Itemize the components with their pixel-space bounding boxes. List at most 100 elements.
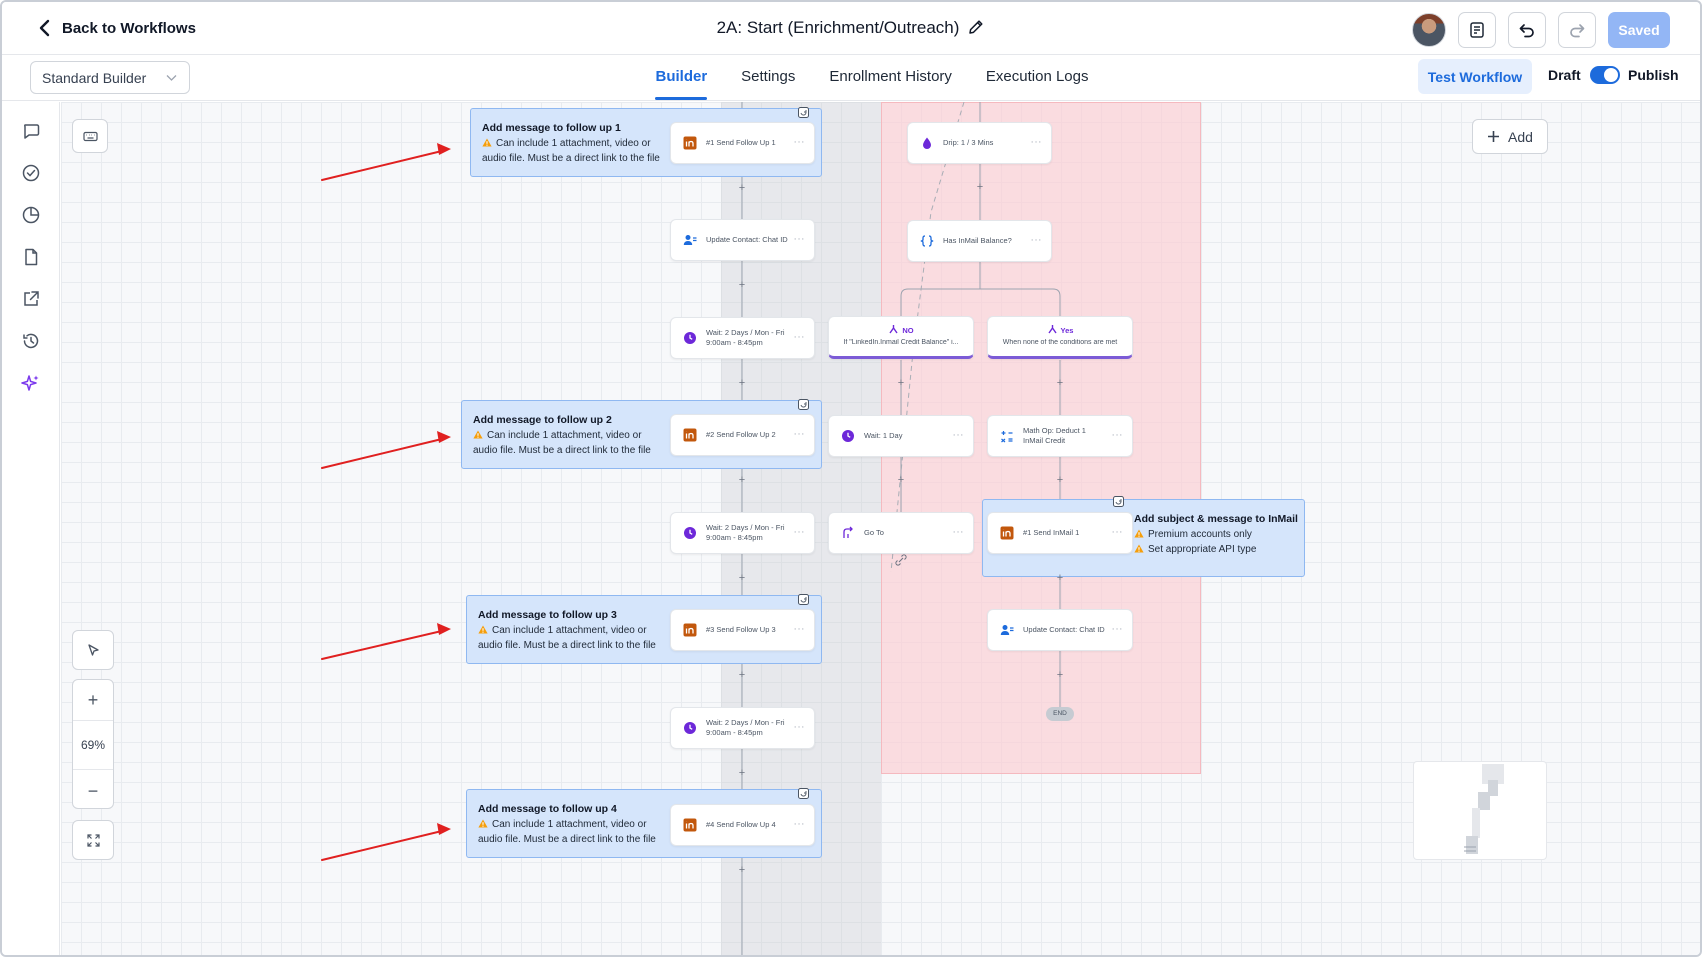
add-step-icon[interactable]: + (738, 767, 746, 779)
contact-icon (1000, 623, 1014, 637)
more-icon[interactable]: ··· (793, 331, 805, 343)
math-op-node[interactable]: Math Op: Deduct 1 InMail Credit ··· (987, 415, 1133, 457)
add-step-icon[interactable]: + (738, 864, 746, 876)
history-icon[interactable] (21, 331, 41, 351)
fit-view-button[interactable] (72, 820, 114, 860)
edit-pencil-icon[interactable] (967, 18, 985, 36)
chevron-down-icon (166, 74, 177, 81)
action-node-send-follow-up-4[interactable]: #4 Send Follow Up 4 ··· (670, 804, 815, 846)
action-node-send-follow-up-1[interactable]: #1 Send Follow Up 1 ··· (670, 122, 815, 164)
add-button[interactable]: Add (1472, 119, 1548, 154)
sync-icon[interactable] (798, 788, 809, 799)
add-step-icon[interactable]: + (738, 474, 746, 486)
chat-icon[interactable] (21, 121, 41, 141)
note-title: Add message to follow up 1 (482, 122, 621, 134)
note-line: Can include 1 attachment, video or (496, 138, 651, 149)
workflow-canvas[interactable]: Add message to follow up 1 Can include 1… (61, 102, 1700, 955)
more-icon[interactable]: ··· (1111, 623, 1123, 635)
divider (73, 720, 113, 721)
add-step-icon[interactable]: + (976, 181, 984, 193)
node-label: Has InMail Balance? (943, 236, 1012, 245)
workflow-title[interactable]: 2A: Start (Enrichment/Outreach) (716, 18, 960, 37)
file-icon[interactable] (21, 247, 41, 267)
unlink-icon[interactable] (895, 554, 907, 566)
tab-bar: Builder Settings Enrollment History Exec… (2, 55, 1700, 100)
add-step-icon[interactable]: + (738, 669, 746, 681)
saved-button[interactable]: Saved (1608, 12, 1670, 48)
more-icon[interactable]: ··· (1030, 136, 1042, 148)
zoom-out-button[interactable]: − (87, 781, 99, 801)
add-step-icon[interactable]: + (1056, 377, 1064, 389)
avatar[interactable] (1412, 13, 1446, 47)
redo-button[interactable] (1558, 12, 1596, 48)
add-step-icon[interactable]: + (738, 182, 746, 194)
add-step-icon[interactable]: + (897, 474, 905, 486)
keyboard-shortcuts-button[interactable] (72, 119, 108, 153)
add-step-icon[interactable]: + (738, 377, 746, 389)
more-icon[interactable]: ··· (1111, 526, 1123, 538)
wait-node[interactable]: Wait: 2 Days / Mon - Fri 9:00am - 8:45pm… (670, 512, 815, 554)
condition-node[interactable]: Has InMail Balance? ··· (907, 220, 1052, 262)
wait-node-1-day[interactable]: Wait: 1 Day ··· (828, 415, 974, 457)
action-node-send-follow-up-2[interactable]: #2 Send Follow Up 2 ··· (670, 414, 815, 456)
add-step-icon[interactable]: + (738, 572, 746, 584)
tab-builder[interactable]: Builder (655, 55, 707, 100)
more-icon[interactable]: ··· (793, 623, 805, 635)
sync-icon[interactable] (798, 399, 809, 410)
add-step-icon[interactable]: + (738, 279, 746, 291)
notes-button[interactable] (1458, 12, 1496, 48)
check-circle-icon[interactable] (21, 163, 41, 183)
test-workflow-button[interactable]: Test Workflow (1418, 59, 1532, 94)
publish-toggle[interactable] (1590, 66, 1620, 84)
more-icon[interactable]: ··· (1111, 429, 1123, 441)
note-follow-up-2[interactable]: Add message to follow up 2 Can include 1… (461, 399, 822, 469)
back-to-workflows-link[interactable]: Back to Workflows (38, 19, 196, 37)
add-step-icon[interactable]: + (897, 377, 905, 389)
sync-icon[interactable] (798, 107, 809, 118)
add-step-icon[interactable]: + (1056, 669, 1064, 681)
minimap-preview (1464, 764, 1504, 854)
more-icon[interactable]: ··· (793, 136, 805, 148)
tab-settings[interactable]: Settings (741, 68, 796, 85)
tab-enrollment-history[interactable]: Enrollment History (829, 68, 952, 85)
sync-icon[interactable] (1113, 496, 1124, 507)
more-icon[interactable]: ··· (793, 233, 805, 245)
pie-chart-icon[interactable] (21, 205, 41, 225)
builder-mode-select[interactable]: Standard Builder (30, 61, 190, 94)
select-tool-button[interactable] (72, 630, 114, 670)
sync-icon[interactable] (798, 594, 809, 605)
node-label: Wait: 2 Days / Mon - Fri 9:00am - 8:45pm (706, 523, 785, 542)
zoom-in-button[interactable]: + (87, 690, 99, 710)
note-body: Can include 1 attachment, video or audio… (482, 136, 660, 166)
action-node-send-inmail-1[interactable]: #1 Send InMail 1 ··· (987, 512, 1133, 554)
drip-node[interactable]: Drip: 1 / 3 Mins ··· (907, 122, 1052, 164)
external-link-icon[interactable] (21, 289, 41, 309)
more-icon[interactable]: ··· (793, 428, 805, 440)
more-icon[interactable]: ··· (793, 526, 805, 538)
add-label: Add (1508, 128, 1533, 145)
branch-condition: When none of the conditions are met (1002, 339, 1118, 346)
more-icon[interactable]: ··· (952, 429, 964, 441)
sparkle-ai-icon[interactable] (21, 373, 41, 393)
wait-node[interactable]: Wait: 2 Days / Mon - Fri 9:00am - 8:45pm… (670, 317, 815, 359)
minimap[interactable] (1413, 761, 1547, 860)
tab-execution-logs[interactable]: Execution Logs (985, 68, 1089, 85)
action-node-update-contact[interactable]: Update Contact: Chat ID ··· (670, 219, 815, 261)
action-node-update-contact[interactable]: Update Contact: Chat ID ··· (987, 609, 1133, 651)
note-line: Premium accounts only (1148, 529, 1252, 540)
branch-label-text: Yes (1060, 326, 1074, 335)
more-icon[interactable]: ··· (952, 526, 964, 538)
branch-yes[interactable]: Yes When none of the conditions are met (987, 316, 1133, 359)
chevron-left-icon (39, 19, 50, 37)
action-node-send-follow-up-3[interactable]: #3 Send Follow Up 3 ··· (670, 609, 815, 651)
more-icon[interactable]: ··· (1030, 234, 1042, 246)
goto-node[interactable]: Go To ··· (828, 512, 974, 554)
top-bar: Back to Workflows 2A: Start (Enrichment/… (2, 2, 1700, 55)
more-icon[interactable]: ··· (793, 818, 805, 830)
add-step-icon[interactable]: + (1056, 572, 1064, 584)
wait-node[interactable]: Wait: 2 Days / Mon - Fri 9:00am - 8:45pm… (670, 707, 815, 749)
more-icon[interactable]: ··· (793, 721, 805, 733)
branch-no[interactable]: NO If "LinkedIn.Inmail Credit Balance" i… (828, 316, 974, 359)
add-step-icon[interactable]: + (1056, 474, 1064, 486)
undo-button[interactable] (1508, 12, 1546, 48)
